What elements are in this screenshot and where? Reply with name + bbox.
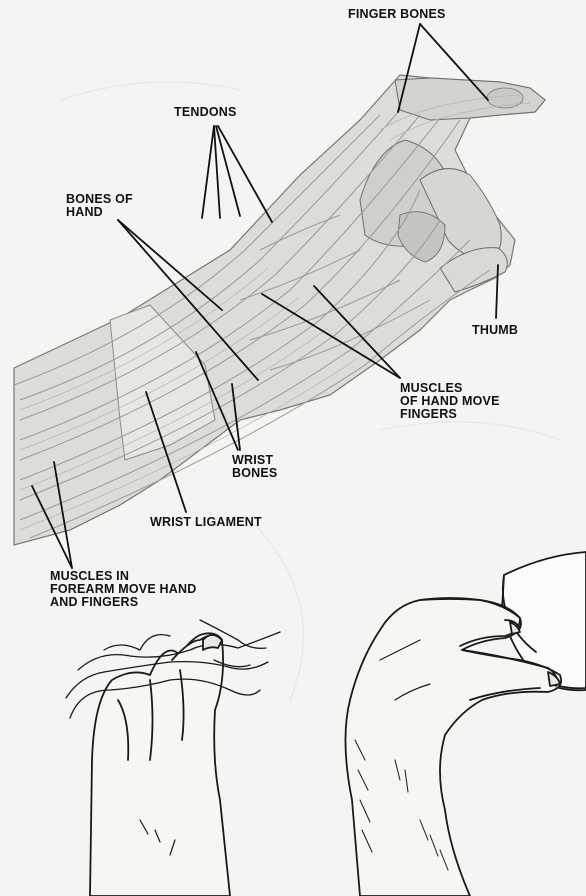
label-muscles-of-hand-line-3: FINGERS: [400, 408, 500, 421]
label-finger-bones: FINGER BONES: [348, 8, 446, 21]
label-muscles-of-hand: MUSCLES OF HAND MOVE FINGERS: [400, 382, 500, 421]
label-wrist-ligament: WRIST LIGAMENT: [150, 516, 262, 529]
label-muscles-in-forearm: MUSCLES IN FOREARM MOVE HAND AND FINGERS: [50, 570, 196, 609]
label-bones-of-hand: BONES OF HAND: [66, 193, 133, 219]
label-bones-of-hand-line-2: HAND: [66, 206, 133, 219]
label-wrist-bones-line-2: BONES: [232, 467, 277, 480]
label-thumb: THUMB: [472, 324, 518, 337]
label-tendons: TENDONS: [174, 106, 237, 119]
label-muscles-in-forearm-line-3: AND FINGERS: [50, 596, 196, 609]
label-wrist-bones: WRIST BONES: [232, 454, 277, 480]
